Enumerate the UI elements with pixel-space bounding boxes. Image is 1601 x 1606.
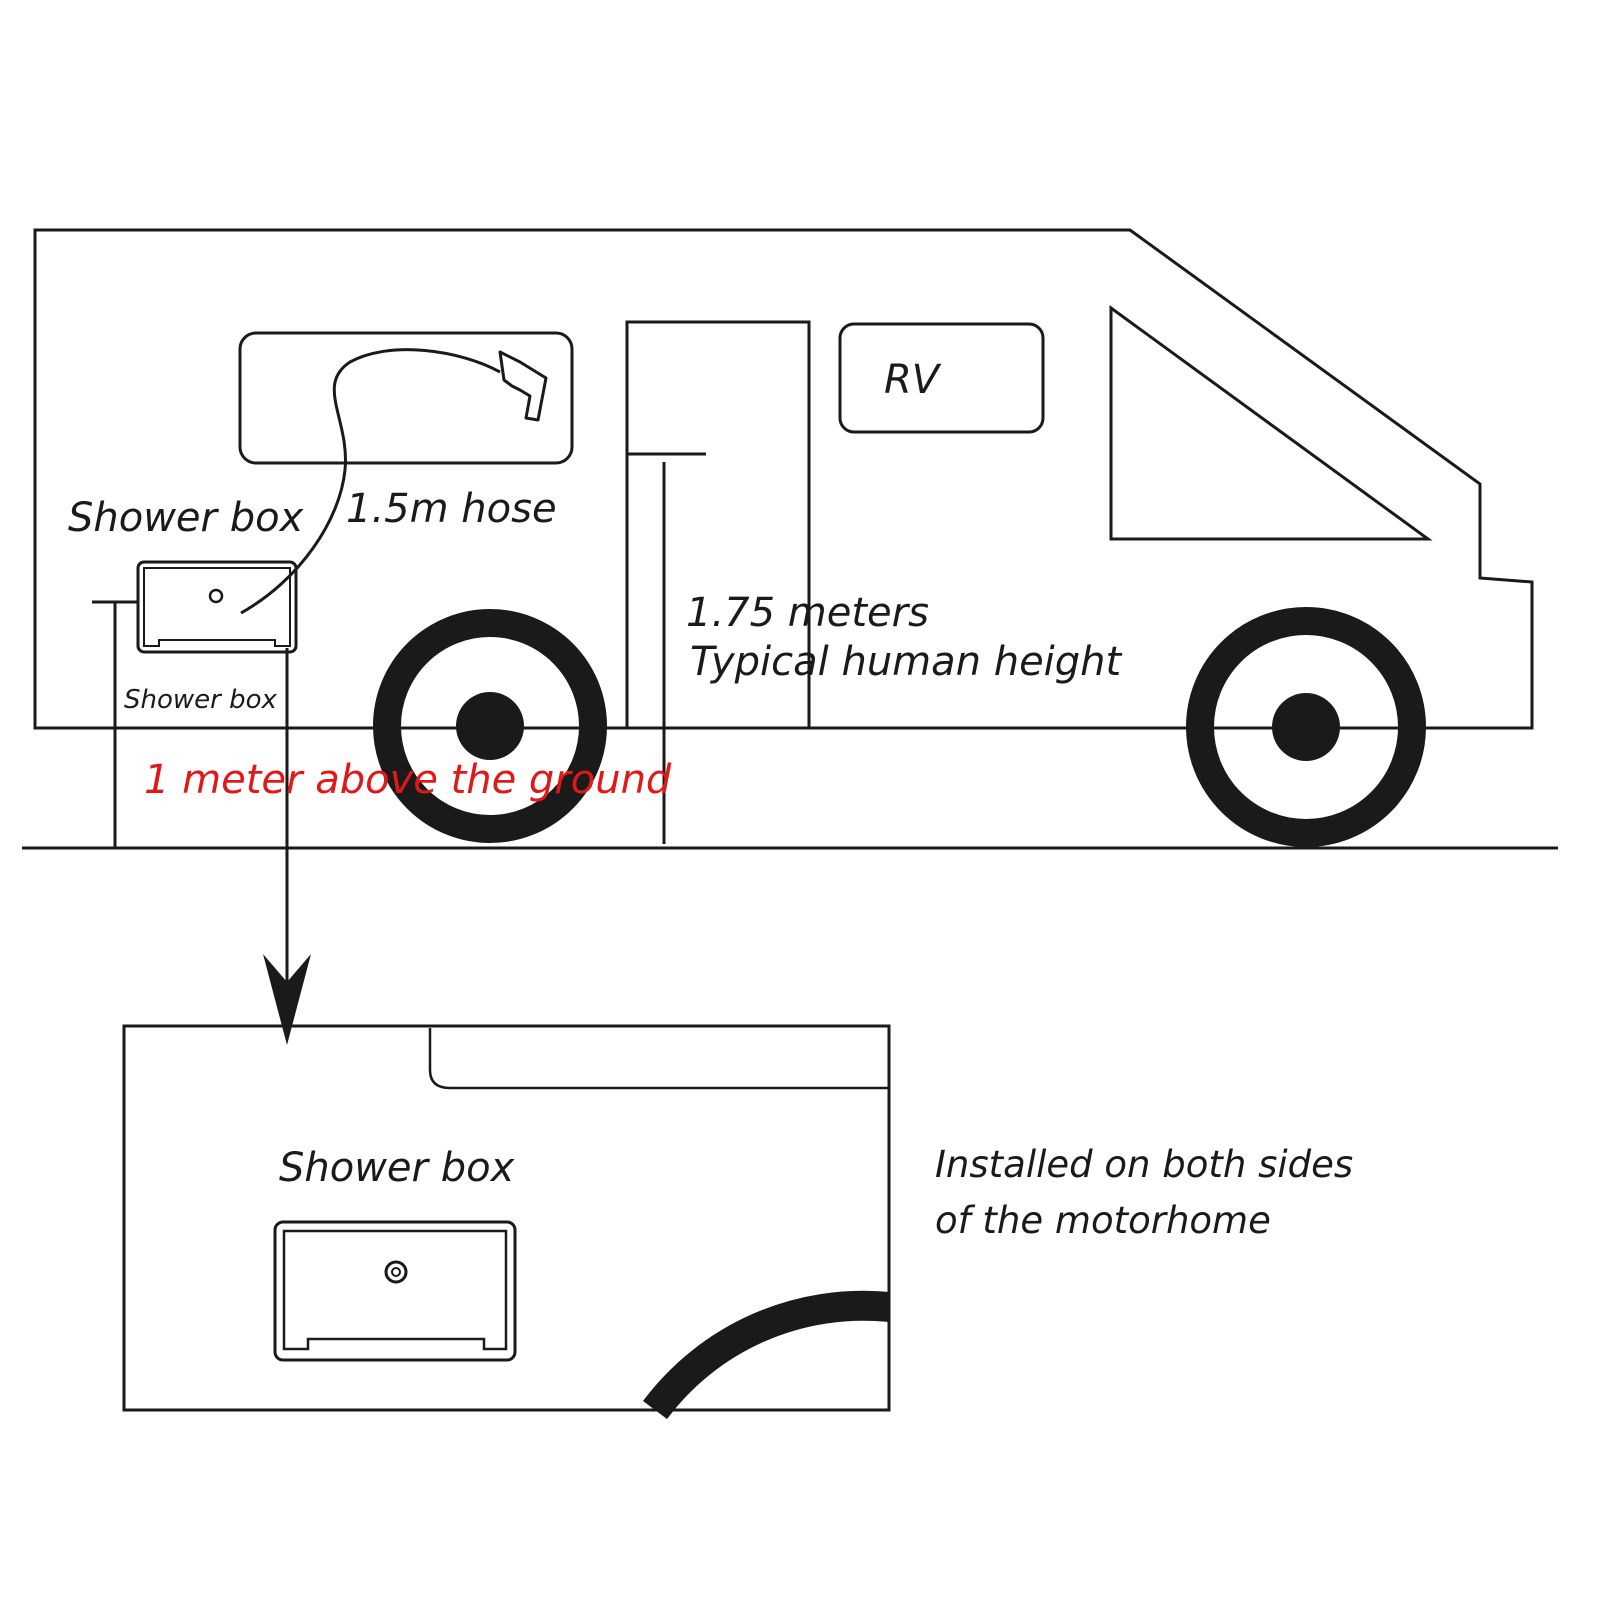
detail-view [122, 1024, 891, 1420]
rv-cab-window [1109, 305, 1433, 541]
shower-head-icon [498, 350, 548, 422]
detail-lock-icon [384, 1260, 408, 1284]
shower-box-small-label: Shower box [124, 685, 278, 715]
height-value-label: 1.75 meters [686, 590, 929, 636]
rv-door [625, 320, 811, 728]
rv-label: RV [884, 357, 942, 403]
detail-wheel-arc [642, 1290, 891, 1420]
detail-body-edge [428, 1028, 888, 1090]
measurement-lines [92, 452, 706, 848]
detail-shower-box [273, 1220, 517, 1362]
rv-body-outline [33, 228, 1534, 730]
detail-frame [122, 1024, 891, 1412]
front-wheel [1186, 607, 1426, 847]
rv-wheels [373, 607, 1426, 847]
detail-note-line1: Installed on both sides [935, 1143, 1353, 1186]
rv-window [838, 322, 1045, 434]
ground-height-label: 1 meter above the ground [144, 757, 672, 803]
rv-side-window [238, 331, 574, 465]
shower-hose [240, 348, 548, 615]
arrow-head-icon [263, 954, 311, 1045]
rv-shower-box [136, 560, 298, 654]
height-desc-label: Typical human height [690, 639, 1123, 685]
rv-illustration [22, 228, 1558, 850]
rear-wheel [373, 609, 607, 843]
rv-shower-box-lock-icon [208, 588, 224, 604]
detail-shower-box-label: Shower box [279, 1145, 515, 1191]
callout-arrow [263, 648, 311, 1045]
hose-label: 1.5m hose [346, 486, 557, 532]
hose-line [240, 348, 501, 615]
detail-note-line2: of the motorhome [935, 1199, 1271, 1242]
shower-box-label: Shower box [68, 495, 304, 541]
